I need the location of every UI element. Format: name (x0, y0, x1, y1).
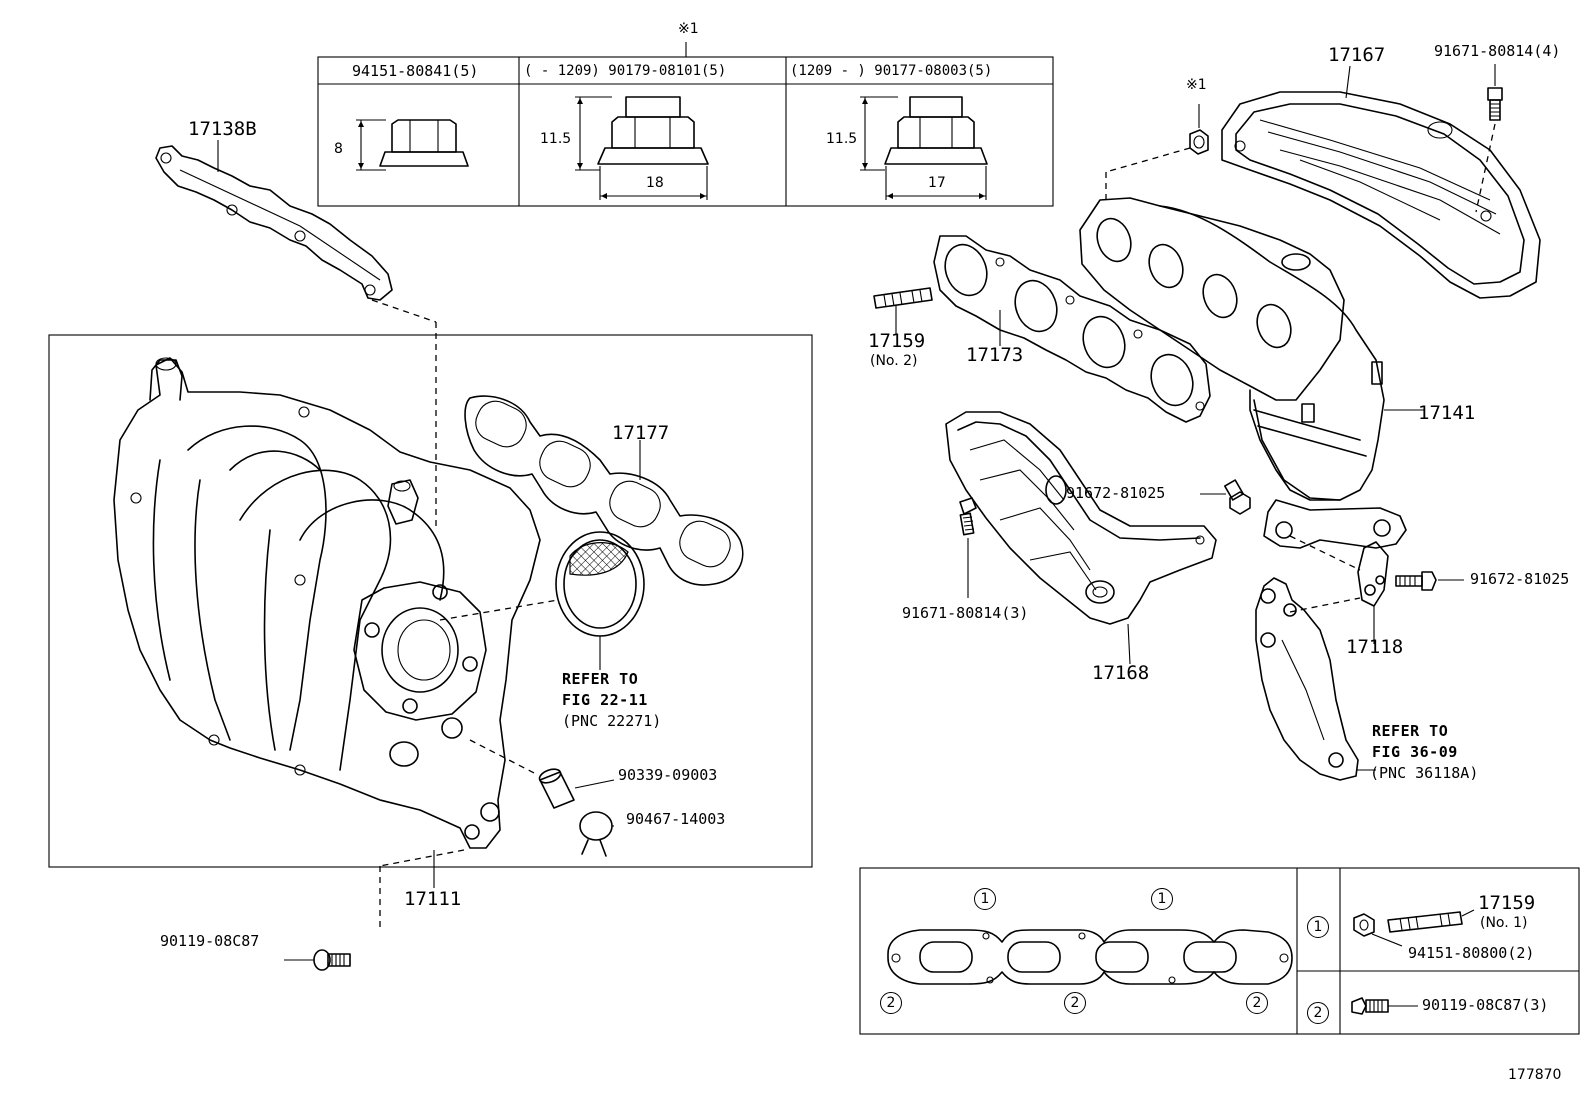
part-number-17159: 17159 (868, 330, 926, 352)
leader-dashed (1289, 597, 1361, 613)
legend-table (859, 867, 1580, 1035)
part-number-90467-14003: 90467-14003 (626, 810, 726, 828)
refer-note-line2: FIG 36-09 (1372, 743, 1458, 761)
leader-dashed (1289, 535, 1361, 571)
dimension-height: 8 (334, 141, 343, 157)
exhaust-manifold-17141 (1079, 197, 1424, 549)
flange-nut-icon (575, 96, 709, 200)
legend-bolt-90119-08c87: 90119-08C87(3) (1422, 996, 1549, 1014)
nut-spec-table (317, 42, 1054, 207)
document-number: 177870 (1508, 1067, 1562, 1083)
refer-note-line3: (PNC 22271) (562, 712, 662, 730)
heat-shield-lower-17168 (945, 411, 1217, 665)
legend-nut-94151-80800: 94151-80800(2) (1408, 944, 1535, 962)
throttle-body-gasket (555, 531, 645, 670)
part-number-17177: 17177 (612, 422, 670, 444)
callout-circle: 1 (1151, 888, 1173, 910)
part-number-17168: 17168 (1092, 662, 1150, 684)
refer-note-line3: (PNC 36118A) (1370, 764, 1479, 782)
dimension-width: 17 (928, 175, 946, 191)
part-number-91671-80814-3: 91671-80814(3) (902, 604, 1029, 622)
dimension-width: 18 (646, 175, 664, 191)
legend-key-1: 1 (1307, 916, 1329, 938)
marker-note-1: ※1 (678, 21, 699, 37)
bracket-17118 (1255, 541, 1389, 781)
leader-dashed (439, 599, 559, 621)
bolt-90119-08c87 (284, 949, 351, 971)
part-number-90339-09003: 90339-09003 (618, 766, 718, 784)
flange-nut-icon (356, 119, 469, 171)
bracket-17138b (155, 140, 393, 301)
plug-90339 (538, 768, 615, 809)
part-number-90119-08c87: 90119-08C87 (160, 932, 260, 950)
callout-circle: 2 (1064, 992, 1086, 1014)
callout-circle: 1 (974, 888, 996, 910)
dimension-height: 11.5 (540, 131, 572, 147)
bolt-91672-81025 (1395, 571, 1464, 591)
part-number-17111: 17111 (404, 888, 462, 910)
marker-note-1: ※1 (1186, 77, 1207, 93)
table-header-nut-2: ( - 1209) 90179-08101(5) (524, 63, 727, 79)
heat-shield-upper-17167 (1221, 65, 1541, 299)
flange-nut-icon (860, 96, 988, 200)
legend-part-17159: 17159 (1478, 892, 1536, 914)
part-number-17138b: 17138B (188, 118, 257, 140)
leader-dashed (379, 849, 465, 867)
bolt-91671-80814 (959, 497, 977, 598)
leader-dashed (371, 299, 437, 323)
leader-dashed (1105, 147, 1191, 173)
bolt-91672-81025 (1200, 479, 1251, 515)
leader-dashed (1475, 123, 1496, 213)
part-number-17167: 17167 (1328, 44, 1386, 66)
table-header-nut-3: (1209 - ) 90177-08003(5) (790, 63, 993, 79)
part-number-17159-sub: (No. 2) (870, 353, 918, 369)
hose-clamp-90467 (579, 811, 614, 857)
legend-part-17159-sub: (No. 1) (1480, 915, 1528, 931)
leader-dashed (469, 739, 539, 776)
bolt-91671-80814 (1487, 64, 1503, 121)
refer-note-line1: REFER TO (562, 670, 639, 688)
part-number-91672-81025: 91672-81025 (1470, 570, 1570, 588)
part-number-17141: 17141 (1418, 402, 1476, 424)
intake-group-frame (48, 334, 813, 868)
intake-manifold-17111 (113, 357, 541, 888)
part-number-91672-81025: 91672-81025 (1066, 484, 1166, 502)
gasket-17173 (933, 235, 1211, 423)
refer-note-line2: FIG 22-11 (562, 691, 648, 709)
table-header-nut-1: 94151-80841(5) (352, 62, 479, 80)
part-number-91671-80814-4: 91671-80814(4) (1434, 42, 1561, 60)
legend-key-2: 2 (1307, 1002, 1329, 1024)
callout-circle: 2 (1246, 992, 1268, 1014)
refer-note-line1: REFER TO (1372, 722, 1449, 740)
part-number-17173: 17173 (966, 344, 1024, 366)
dimension-height: 11.5 (826, 131, 858, 147)
stud-17159 (873, 287, 933, 334)
part-number-17118: 17118 (1346, 636, 1404, 658)
callout-circle: 2 (880, 992, 902, 1014)
gasket-17177 (464, 395, 744, 586)
